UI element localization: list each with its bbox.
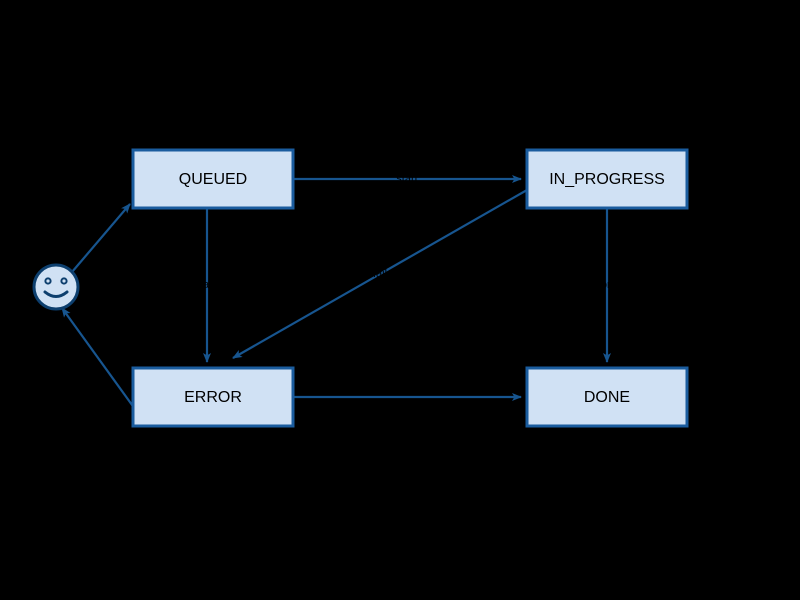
- smiley-mouth-icon: [43, 290, 69, 298]
- node-in-progress-box: [525, 148, 689, 210]
- start-node[interactable]: [32, 263, 80, 311]
- node-in-progress[interactable]: IN_PROGRESS: [525, 148, 689, 210]
- node-queued-label: QUEUED: [179, 171, 247, 188]
- edge-queued-to-in-progress-label: start: [396, 173, 417, 185]
- edge-error-to-start-line: [61, 307, 141, 417]
- node-error-label: ERROR: [184, 389, 242, 406]
- smiley-left-eye-icon: [44, 277, 52, 285]
- node-done[interactable]: DONE: [525, 366, 689, 428]
- edge-queued-to-in-progress[interactable]: start: [293, 173, 522, 185]
- edge-in-progress-to-error-line: [232, 189, 528, 359]
- edge-queued-to-error-label: fail: [200, 279, 214, 291]
- node-error[interactable]: ERROR: [131, 366, 295, 428]
- smiley-right-eye-icon: [60, 277, 68, 285]
- edge-in-progress-to-error-label: fail: [373, 268, 387, 280]
- node-queued[interactable]: QUEUED: [131, 148, 295, 210]
- node-error-box: [131, 366, 295, 428]
- edge-start-to-queued[interactable]: [71, 203, 131, 273]
- edge-in-progress-to-done-label: done: [595, 279, 619, 291]
- edge-start-to-queued-line: [71, 203, 131, 273]
- node-queued-box: [131, 148, 295, 210]
- edge-in-progress-to-error[interactable]: fail: [232, 189, 528, 359]
- edge-in-progress-to-done[interactable]: done: [595, 208, 619, 363]
- edge-error-to-start[interactable]: [61, 307, 141, 417]
- node-in-progress-label: IN_PROGRESS: [549, 171, 665, 188]
- edge-queued-to-error[interactable]: fail: [200, 208, 214, 363]
- node-done-label: DONE: [584, 389, 630, 406]
- smiley-face-icon: [32, 263, 80, 311]
- node-done-box: [525, 366, 689, 428]
